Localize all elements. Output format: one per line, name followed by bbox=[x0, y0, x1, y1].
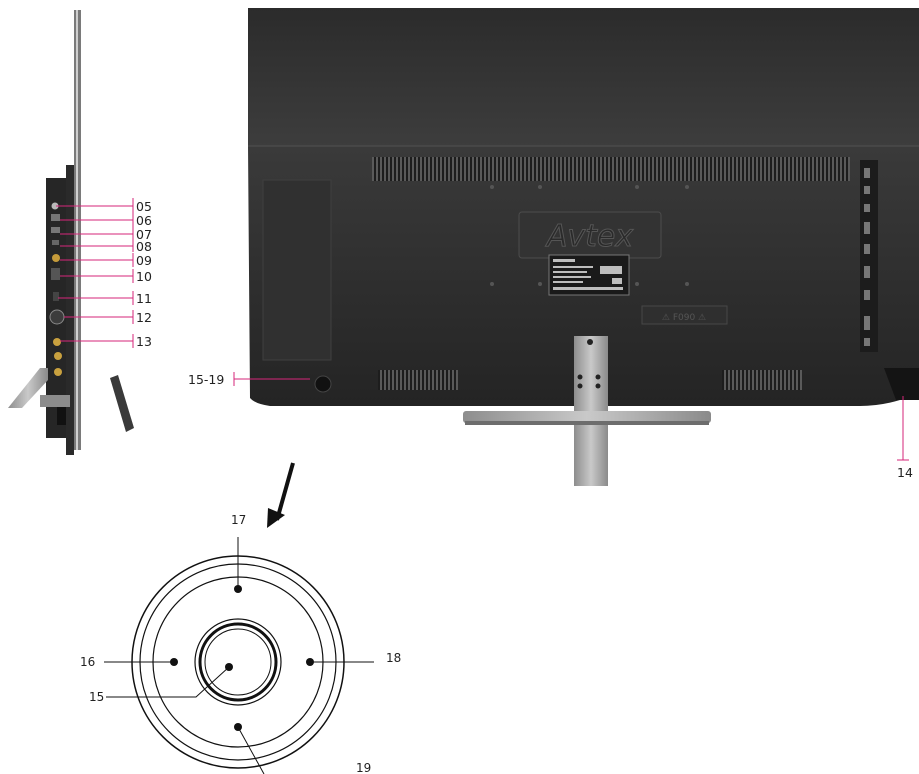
rear-bottom-vent-right bbox=[722, 370, 802, 390]
dial-label-right: 18 bbox=[386, 651, 401, 665]
side-label-13: 13 bbox=[136, 334, 152, 349]
side-port-13 bbox=[53, 338, 61, 346]
side-port-09 bbox=[52, 254, 60, 262]
side-label-10: 10 bbox=[136, 269, 152, 284]
side-label-11: 11 bbox=[136, 291, 152, 306]
rear-bottom-vent-left bbox=[378, 370, 458, 390]
dial-label-center: 15 bbox=[89, 690, 104, 704]
side-port-05 bbox=[51, 202, 59, 210]
rear-label-15-19: 15-19 bbox=[188, 372, 224, 387]
rear-upper-body bbox=[248, 8, 919, 146]
side-port-12 bbox=[49, 309, 65, 325]
side-port-11 bbox=[53, 292, 59, 301]
dial-label-bottom: 19 bbox=[356, 761, 371, 774]
arrow-down-left-icon bbox=[267, 462, 295, 528]
rear-left-recess bbox=[262, 179, 332, 361]
side-rear-housing bbox=[66, 165, 74, 455]
side-label-07: 07 bbox=[136, 227, 152, 242]
side-label-05: 05 bbox=[136, 199, 152, 214]
rear-top-vent bbox=[372, 157, 850, 181]
side-callouts bbox=[56, 198, 134, 348]
side-label-06: 06 bbox=[136, 213, 152, 228]
control-dial-diagram: 17 16 18 15 19 bbox=[80, 513, 401, 774]
dial-center-button bbox=[194, 618, 282, 706]
side-stand bbox=[8, 368, 48, 408]
rear-label-14: 14 bbox=[897, 465, 913, 480]
rear-logo-text: Avtex bbox=[545, 219, 633, 254]
side-port-08 bbox=[52, 240, 59, 245]
rear-stand-base bbox=[463, 411, 711, 423]
side-label-08: 08 bbox=[136, 239, 152, 254]
side-view: 05 06 07 08 09 10 11 12 13 bbox=[8, 10, 152, 455]
rear-view: Avtex ⚠ F090 ⚠ bbox=[188, 8, 919, 486]
dial-label-left: 16 bbox=[80, 655, 95, 669]
rear-control-knob bbox=[314, 375, 332, 393]
side-port-07 bbox=[51, 227, 60, 233]
side-port-06 bbox=[51, 214, 60, 221]
dial-label-top: 17 bbox=[231, 513, 246, 527]
svg-text:⚠ F090 ⚠: ⚠ F090 ⚠ bbox=[662, 313, 706, 323]
side-port-10 bbox=[51, 268, 60, 280]
side-label-12: 12 bbox=[136, 310, 152, 325]
side-label-09: 09 bbox=[136, 253, 152, 268]
